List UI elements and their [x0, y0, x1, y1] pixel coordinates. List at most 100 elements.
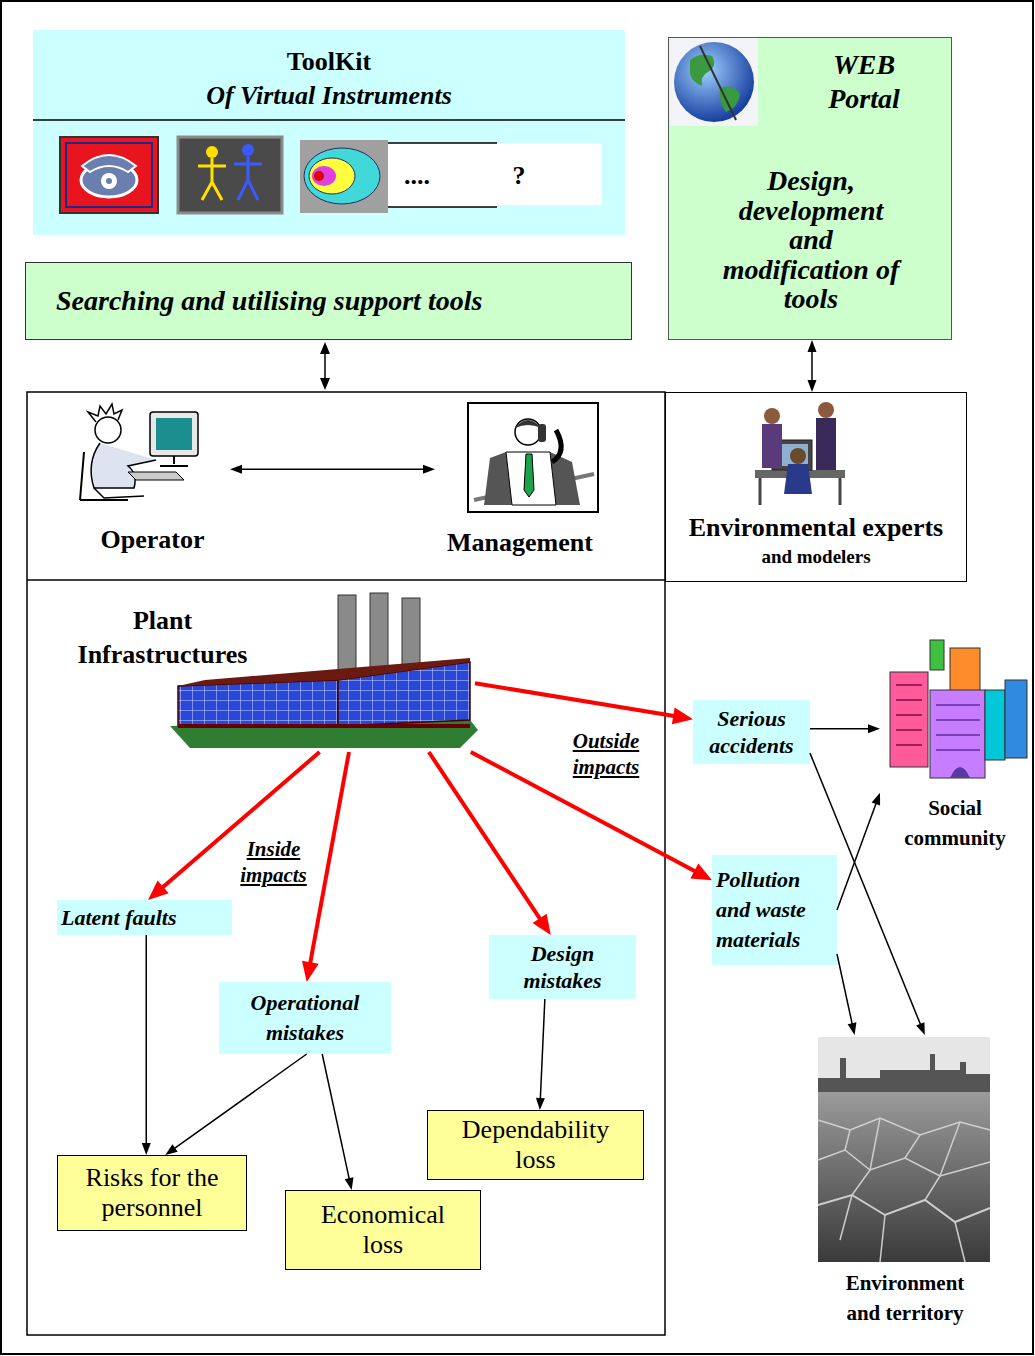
people-icon	[242, 144, 254, 156]
experts-figure	[772, 440, 812, 470]
plant-frame	[27, 579, 665, 581]
manager-figure	[468, 403, 598, 512]
placeholder-slot	[388, 206, 497, 208]
figure-caption: Social community	[885, 793, 1025, 853]
operator-figure	[156, 418, 192, 450]
connector-line	[310, 752, 349, 966]
figure-subcaption: and modelers	[666, 545, 966, 569]
impact-box: Serious accidents	[693, 700, 810, 764]
experts-box: Environmental expertsand modelers	[665, 392, 967, 582]
arrow-head	[672, 708, 693, 725]
city-illustration	[930, 640, 944, 670]
people-icon	[206, 146, 218, 158]
placeholder-slot	[388, 143, 602, 207]
connector-arrow	[322, 1054, 353, 1190]
double-arrow	[320, 378, 330, 390]
connector-line	[475, 683, 677, 716]
dry-land-photo	[818, 1195, 990, 1222]
factory-illustration	[178, 724, 470, 728]
target-icon	[300, 140, 388, 213]
operator-node: Operator	[75, 402, 230, 562]
toolkit-divider	[33, 119, 625, 121]
globe-icon	[674, 42, 754, 122]
arrow-head	[807, 380, 816, 392]
city-illustration	[950, 648, 980, 708]
territory-node: Environment and territory	[815, 1035, 995, 1335]
arrow-head	[345, 1177, 354, 1190]
factory-illustration	[338, 595, 356, 677]
connector-line	[322, 1054, 349, 1181]
dry-land-photo	[818, 1150, 990, 1176]
city-illustration	[930, 690, 985, 778]
community-node: Social community	[880, 630, 1030, 856]
experts-figure	[755, 470, 845, 478]
factory-illustration	[178, 658, 470, 686]
double-arrow	[320, 342, 330, 390]
plant-node: Plant Infrastructures	[55, 592, 475, 752]
figure-caption: Environmental experts	[666, 513, 966, 543]
experts-figure	[790, 448, 806, 464]
people-icon	[198, 158, 226, 200]
target-icon	[312, 166, 336, 186]
factory-illustration	[338, 662, 470, 726]
operator-figure	[91, 443, 156, 488]
box-label: Serious accidents	[697, 705, 806, 759]
city-illustration	[890, 672, 928, 767]
connector-arrow	[837, 954, 856, 1035]
manager-figure	[468, 403, 598, 512]
support-box: Searching and utilising support tools	[25, 262, 632, 340]
arrow-head	[230, 465, 242, 474]
arrow-head	[916, 1022, 925, 1035]
experts-figure	[818, 402, 834, 418]
experts-figure	[762, 424, 782, 468]
experts-figure	[784, 464, 812, 494]
figure-caption: Management	[435, 527, 605, 559]
arrow-head	[536, 1098, 545, 1110]
manager-figure	[474, 474, 594, 500]
edge-label: Outside impacts	[565, 728, 647, 780]
connector-arrow	[536, 999, 545, 1110]
connector-arrow	[810, 724, 880, 733]
box-label: Design mistakes	[493, 940, 632, 994]
arrow-head	[302, 961, 319, 982]
toolkit-panel: ToolKitOf Virtual Instruments....?	[33, 30, 625, 235]
box-label: Operational mistakes	[223, 988, 387, 1048]
impact-arrow	[148, 752, 320, 900]
globe-icon	[700, 46, 736, 120]
box-label: Latent faults	[61, 904, 228, 932]
box-label: Risks for the personnel	[68, 1163, 236, 1223]
experts-figure	[776, 444, 808, 466]
connector-arrow	[165, 1054, 306, 1155]
ellipsis-text: ....	[367, 160, 467, 192]
placeholder-slot	[388, 143, 498, 207]
arrow-head	[868, 724, 880, 733]
manager-figure	[552, 430, 561, 462]
impact-box: Pollution and waste materials	[712, 855, 837, 965]
connector-line	[837, 954, 853, 1026]
panel-title: ToolKit	[33, 46, 625, 78]
impact-arrow	[475, 683, 693, 724]
operator-figure	[160, 456, 188, 466]
management-node: Management	[435, 402, 605, 562]
arrow-head	[142, 1143, 151, 1155]
manager-figure	[506, 452, 556, 505]
phone-icon	[66, 143, 152, 207]
connector-arrow	[810, 753, 925, 1035]
edge-label: Inside impacts	[236, 836, 311, 888]
factory-illustration	[370, 593, 388, 673]
manager-figure	[515, 420, 541, 428]
portal-title: WEB Portal	[809, 48, 919, 116]
people-icon	[178, 137, 282, 213]
city-illustration	[950, 767, 970, 778]
loss-box: Economical loss	[285, 1190, 481, 1270]
manager-figure	[524, 454, 534, 497]
experts-figure	[816, 418, 836, 470]
placeholder-slot	[497, 143, 602, 205]
factory-illustration	[178, 680, 338, 726]
impact-box: Operational mistakes	[219, 982, 391, 1054]
impact-arrow	[429, 752, 551, 935]
loss-box: Risks for the personnel	[57, 1155, 247, 1231]
arrow-head	[423, 465, 435, 474]
factory-illustration	[170, 593, 478, 748]
